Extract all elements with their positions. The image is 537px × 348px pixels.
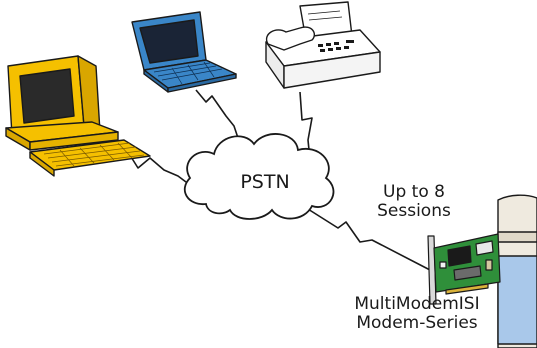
server-panel	[497, 255, 537, 345]
laptop-icon	[131, 11, 237, 93]
sessions-line-1: Up to 8	[383, 182, 445, 202]
product-line-2: Modem-Series	[356, 313, 478, 333]
fax-machine-icon	[265, 1, 381, 89]
product-line-1: MultiModemISI	[354, 294, 480, 314]
sessions-label: Up to 8 Sessions	[366, 183, 462, 221]
desktop-computer-icon	[5, 55, 151, 177]
modem-card-icon	[427, 233, 501, 305]
sessions-line-2: Sessions	[377, 201, 451, 221]
product-label: MultiModemISI Modem-Series	[337, 295, 497, 333]
pstn-cloud	[184, 133, 335, 220]
link-fax-pstn	[299, 91, 313, 161]
link-pstn-modem	[299, 203, 431, 271]
link-laptop-pstn	[195, 89, 241, 145]
link-desktop-pstn	[127, 151, 195, 189]
pstn-label: PSTN	[240, 171, 290, 193]
server-tower-icon	[497, 194, 537, 348]
